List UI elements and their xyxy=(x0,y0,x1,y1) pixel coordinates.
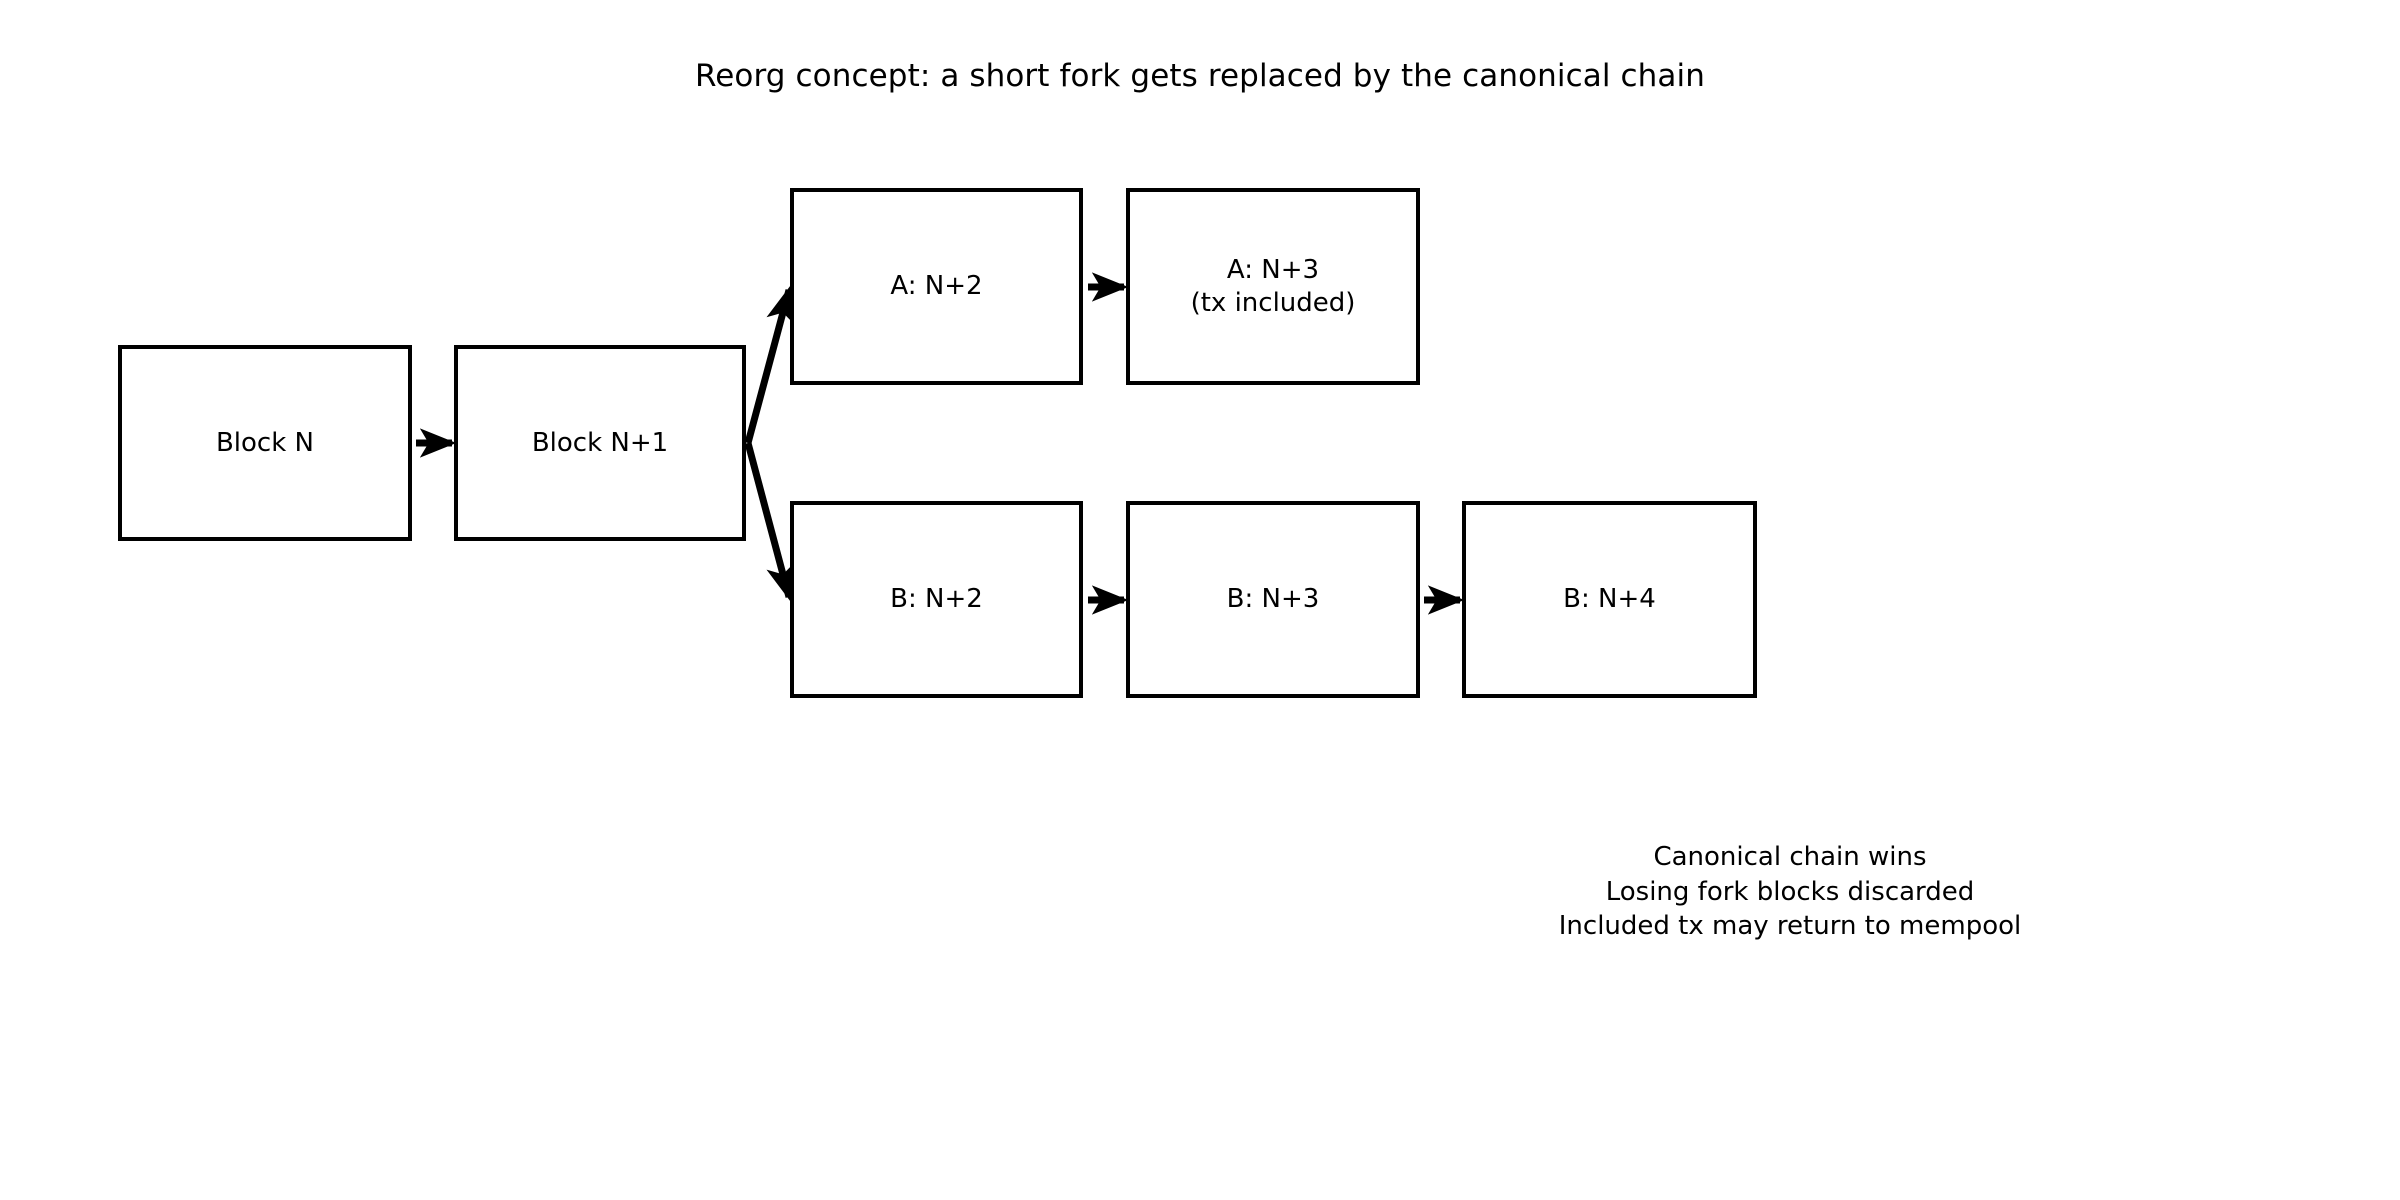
block-label: A: N+2 xyxy=(890,271,983,301)
legend-caption: Canonical chain wins Losing fork blocks … xyxy=(1558,842,2022,941)
block-n1[interactable]: Block N+1 xyxy=(454,345,746,541)
block-label: Block N xyxy=(215,427,315,458)
block-a-n2[interactable]: A: N+2 xyxy=(790,188,1083,385)
block-label: B: N+4 xyxy=(1563,584,1656,614)
block-label: B: N+3 xyxy=(1226,584,1320,614)
block-label: A: N+3 (tx included) xyxy=(1190,254,1356,318)
block-b-n3[interactable]: B: N+3 xyxy=(1126,501,1420,698)
block-label: Block N+1 xyxy=(531,427,669,458)
block-b-n4[interactable]: B: N+4 xyxy=(1462,501,1757,698)
block-b-n2[interactable]: B: N+2 xyxy=(790,501,1083,698)
arrow-fork-down xyxy=(744,442,795,602)
block-n[interactable]: Block N xyxy=(118,345,412,541)
block-a-n3[interactable]: A: N+3 (tx included) xyxy=(1126,188,1420,385)
page-title: Reorg concept: a short fork gets replace… xyxy=(695,58,1705,94)
arrow-fork-up xyxy=(744,285,795,444)
block-label: B: N+2 xyxy=(890,584,983,614)
